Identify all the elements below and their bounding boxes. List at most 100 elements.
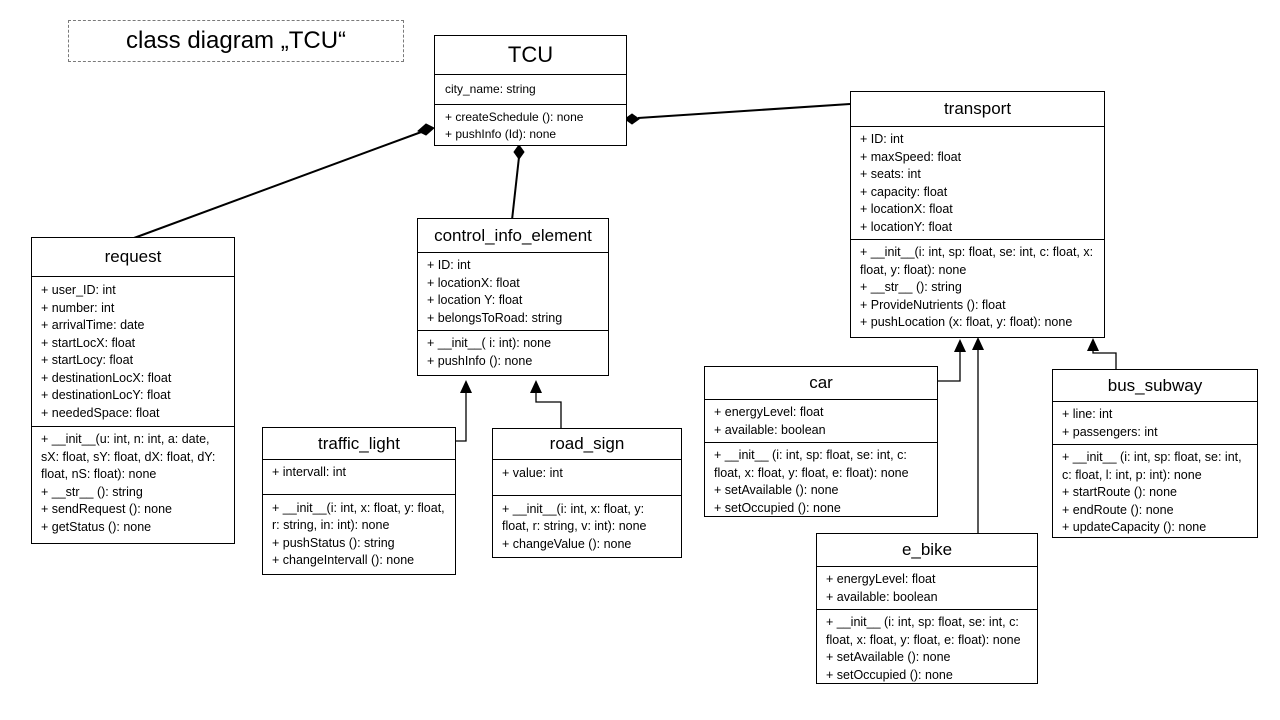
- class-method: + pushInfo (Id): none: [445, 127, 557, 141]
- class-method: + pushLocation (x: float, y: float): non…: [860, 315, 1073, 329]
- class-attribute: + neededSpace: float: [41, 405, 160, 420]
- methods-section: + __init__ (i: int, sp: float, se: int, …: [1053, 445, 1257, 541]
- class-method: + createSchedule (): none: [445, 109, 584, 124]
- class-method: + ProvideNutrients (): float: [860, 297, 1006, 312]
- class-name: car: [705, 367, 937, 400]
- class-attribute: + arrivalTime: date: [41, 318, 145, 332]
- class-method: + __init__ (i: int, sp: float, se: int, …: [1062, 450, 1246, 482]
- class-attribute: + passengers: int: [1062, 424, 1158, 439]
- class-attribute: + locationY: float: [860, 219, 953, 234]
- methods-section: + __init__( i: int): none + pushInfo (): …: [418, 331, 608, 374]
- class-method: + __str__ (): string: [41, 484, 143, 499]
- class-attribute: + ID: int: [427, 258, 471, 272]
- generalization-line-car: [938, 352, 961, 382]
- methods-section: + __init__(i: int, sp: float, se: int, c…: [851, 240, 1104, 334]
- class-attribute: + available: boolean: [714, 422, 826, 437]
- class-name: transport: [851, 92, 1104, 127]
- class-box-control-info-element[interactable]: control_info_element + ID: int + location…: [417, 218, 609, 376]
- class-method: + __init__ (i: int, sp: float, se: int, …: [826, 615, 1023, 647]
- diagram-title: class diagram „TCU“: [68, 20, 404, 62]
- class-attribute: + value: int: [502, 466, 563, 480]
- attributes-section: + energyLevel: float + available: boolean: [817, 567, 1037, 610]
- attributes-section: + energyLevel: float + available: boolean: [705, 400, 937, 443]
- class-method: + setAvailable (): none: [826, 650, 951, 664]
- methods-section: + __init__(i: int, x: float, y: float, r…: [263, 495, 455, 575]
- attributes-section: + intervall: int: [263, 460, 455, 495]
- generalization-arrowhead-road-sign: [530, 380, 542, 393]
- composition-diamond-request: [417, 123, 435, 136]
- class-method: + pushStatus (): string: [272, 535, 395, 550]
- composition-diamond-transport: [624, 113, 640, 125]
- class-attribute: + user_ID: int: [41, 283, 116, 297]
- attributes-section: city_name: string: [435, 75, 626, 105]
- class-method: + __init__( i: int): none: [427, 336, 552, 350]
- class-box-car[interactable]: car + energyLevel: float + available: boo…: [704, 366, 938, 517]
- class-attribute: + locationX: float: [860, 202, 953, 216]
- class-attribute: + startLocy: float: [41, 353, 134, 367]
- class-attribute: + energyLevel: float: [826, 572, 936, 586]
- generalization-line-bus-subway: [1092, 350, 1117, 369]
- class-box-e-bike[interactable]: e_bike + energyLevel: float + available: …: [816, 533, 1038, 684]
- class-name: e_bike: [817, 534, 1037, 567]
- attributes-section: + user_ID: int + number: int + arrivalTime…: [32, 277, 234, 427]
- class-method: + setOccupied (): none: [714, 500, 841, 515]
- class-method: + setAvailable (): none: [714, 483, 839, 497]
- class-method: + changeIntervall (): none: [272, 553, 415, 567]
- class-method: + getStatus (): none: [41, 519, 152, 534]
- class-attribute: + seats: int: [860, 167, 921, 181]
- class-method: + __init__(i: int, x: float, y: float, r…: [272, 500, 449, 533]
- class-attribute: + ID: int: [860, 132, 904, 146]
- methods-section: + createSchedule (): none + pushInfo (Id)…: [435, 105, 626, 148]
- attributes-section: + value: int: [493, 460, 681, 496]
- class-box-road-sign[interactable]: road_sign + value: int + __init__(i: int…: [492, 428, 682, 558]
- class-method: + __init__(i: int, x: float, y: float, r…: [502, 501, 648, 534]
- class-name: request: [32, 238, 234, 277]
- class-attribute: + capacity: float: [860, 184, 948, 199]
- class-method: + endRoute (): none: [1062, 502, 1174, 517]
- generalization-line-road-sign: [535, 392, 562, 428]
- class-method: + __str__ (): string: [860, 280, 962, 294]
- class-attribute: + belongsToRoad: string: [427, 310, 563, 325]
- generalization-line-traffic-light: [456, 392, 467, 442]
- class-method: + pushInfo (): none: [427, 353, 533, 368]
- class-box-request[interactable]: request + user_ID: int + number: int + arr…: [31, 237, 235, 544]
- class-attribute: + locationX: float: [427, 275, 520, 290]
- class-attribute: + energyLevel: float: [714, 405, 824, 419]
- class-attribute: + maxSpeed: float: [860, 149, 962, 164]
- class-method: + updateCapacity (): none: [1062, 520, 1207, 534]
- attributes-section: + ID: int + maxSpeed: float + seats: int + …: [851, 127, 1104, 240]
- class-attribute: + location Y: float: [427, 293, 523, 307]
- methods-section: + __init__(i: int, x: float, y: float, r…: [493, 496, 681, 559]
- class-attribute: + destinationLocX: float: [41, 370, 172, 385]
- class-method: + __init__ (i: int, sp: float, se: int, …: [714, 448, 911, 480]
- class-name: traffic_light: [263, 428, 455, 460]
- class-attribute: + destinationLocY: float: [41, 388, 171, 402]
- generalization-arrowhead-car: [954, 339, 966, 352]
- composition-diamond-control: [513, 144, 525, 160]
- generalization-arrowhead-e-bike: [972, 337, 984, 350]
- methods-section: + __init__ (i: int, sp: float, se: int, …: [705, 443, 937, 521]
- generalization-arrowhead-bus-subway: [1087, 338, 1099, 351]
- attributes-section: + ID: int + locationX: float + location Y:…: [418, 253, 608, 331]
- class-attribute: + available: boolean: [826, 589, 938, 604]
- attributes-section: + line: int + passengers: int: [1053, 402, 1257, 445]
- class-box-tcu[interactable]: TCU city_name: string + createSchedule (…: [434, 35, 627, 146]
- class-box-traffic-light[interactable]: traffic_light + intervall: int + __init_…: [262, 427, 456, 575]
- generalization-arrowhead-traffic-light: [460, 380, 472, 393]
- composition-line-tcu-request: [133, 130, 425, 239]
- class-method: + sendRequest (): none: [41, 502, 172, 516]
- class-name: bus_subway: [1053, 370, 1257, 402]
- class-attribute: + line: int: [1062, 407, 1113, 421]
- composition-line-tcu-control: [511, 156, 520, 221]
- methods-section: + __init__ (i: int, sp: float, se: int, …: [817, 610, 1037, 688]
- class-name: control_info_element: [418, 219, 608, 253]
- class-name: TCU: [435, 36, 626, 75]
- class-method: + setOccupied (): none: [826, 667, 953, 682]
- composition-line-tcu-transport: [637, 103, 851, 119]
- class-name: road_sign: [493, 429, 681, 460]
- class-attribute: + number: int: [41, 300, 115, 315]
- class-box-bus-subway[interactable]: bus_subway + line: int+ passengers: int …: [1052, 369, 1258, 538]
- class-method: + __init__(u: int, n: int, a: date, sX: …: [41, 432, 219, 481]
- class-box-transport[interactable]: transport + ID: int + maxSpeed: float + se…: [850, 91, 1105, 338]
